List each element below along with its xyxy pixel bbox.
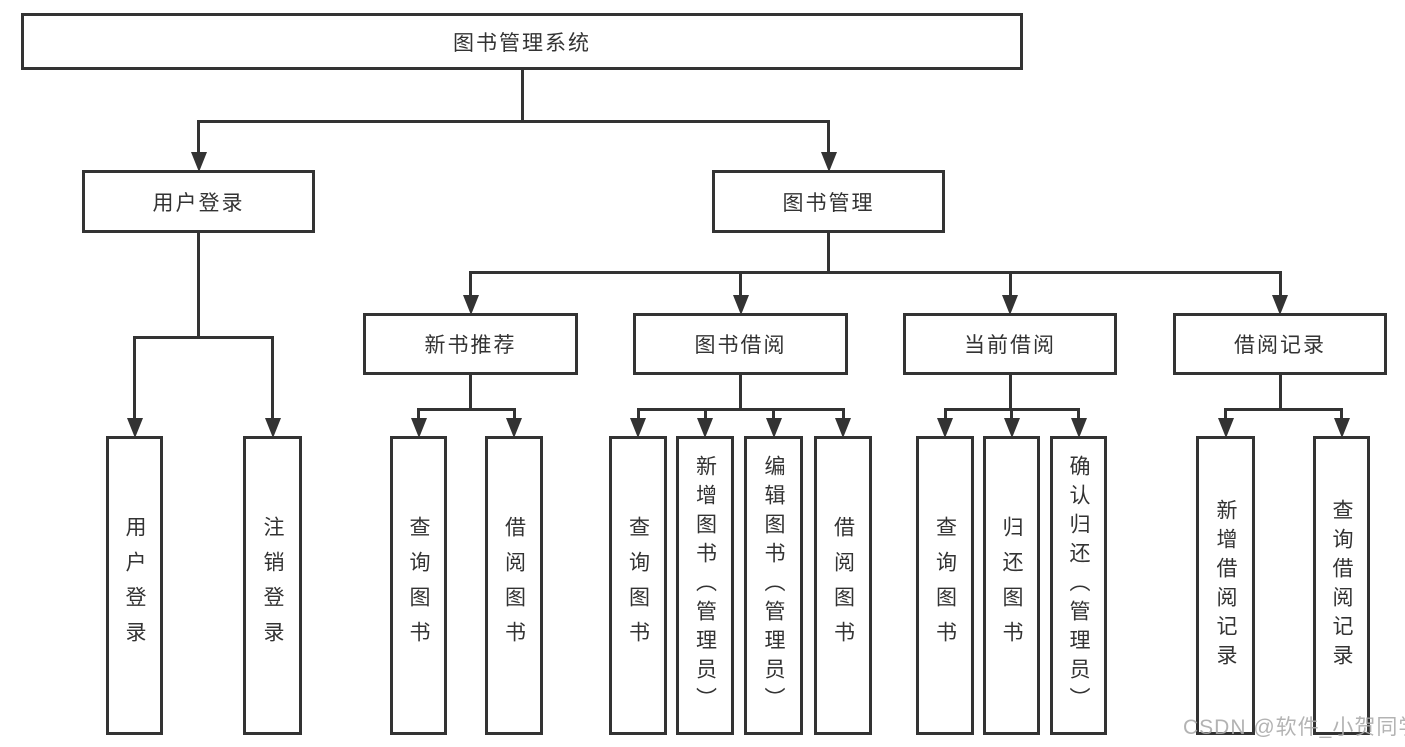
edge-stem-user-login <box>197 232 200 339</box>
edge-stem-new-book-rec <box>469 374 472 411</box>
arrowhead-into-leaf-user-login <box>126 418 143 438</box>
edge-bar-root <box>197 120 830 123</box>
edge-drop-leaf-logout <box>271 336 274 418</box>
arrowhead-into-current-borrow <box>1002 295 1018 315</box>
arrowhead-into-user-login <box>190 152 207 172</box>
node-current-borrow: 当前借阅 <box>903 313 1117 375</box>
edge-drop-leaf-nbr-query-book <box>417 408 420 418</box>
edge-drop-leaf-br-query-record <box>1340 408 1343 418</box>
node-label-borrow-records: 借阅记录 <box>1234 334 1326 357</box>
node-label-leaf-cb-return-book: 归还图书 <box>1000 515 1023 656</box>
arrowhead-into-leaf-bb-query-book <box>630 418 646 438</box>
node-label-current-borrow: 当前借阅 <box>964 334 1056 357</box>
node-borrow-records: 借阅记录 <box>1173 313 1387 375</box>
node-label-leaf-br-query-record: 查询借阅记录 <box>1330 498 1353 673</box>
arrowhead-into-leaf-bb-borrow-book <box>835 418 851 438</box>
node-leaf-bb-add-book: 新增图书（管理员） <box>676 436 734 735</box>
node-label-root: 图书管理系统 <box>453 31 591 55</box>
node-book-mgmt: 图书管理 <box>712 170 945 233</box>
edge-drop-leaf-bb-borrow-book <box>841 408 845 418</box>
node-leaf-nbr-borrow-book: 借阅图书 <box>485 436 543 735</box>
node-label-leaf-cb-confirm-return: 确认归还（管理员） <box>1067 455 1090 716</box>
node-leaf-logout: 注销登录 <box>243 436 302 735</box>
edge-drop-leaf-bb-query-book <box>636 408 640 418</box>
node-label-leaf-user-login: 用户登录 <box>123 515 146 656</box>
edge-bar-user-login <box>133 336 274 339</box>
node-label-new-book-rec: 新书推荐 <box>424 334 517 357</box>
arrowhead-into-leaf-nbr-query-book <box>410 418 427 438</box>
node-leaf-cb-query-book: 查询图书 <box>916 436 974 735</box>
node-leaf-cb-return-book: 归还图书 <box>983 436 1040 735</box>
edge-bar-book-borrow <box>636 408 845 411</box>
node-leaf-bb-edit-book: 编辑图书（管理员） <box>744 436 803 735</box>
arrowhead-into-leaf-cb-return-book <box>1003 418 1020 438</box>
edge-bar-borrow-records <box>1224 408 1343 411</box>
edge-drop-leaf-cb-return-book <box>1010 408 1013 418</box>
edge-drop-leaf-br-add-record <box>1224 408 1227 418</box>
edge-stem-book-mgmt <box>827 232 830 274</box>
node-label-book-mgmt: 图书管理 <box>782 191 875 215</box>
node-label-leaf-logout: 注销登录 <box>261 515 284 656</box>
edge-drop-new-book-rec <box>469 271 472 295</box>
node-leaf-nbr-query-book: 查询图书 <box>390 436 447 735</box>
node-label-leaf-cb-query-book: 查询图书 <box>933 515 957 656</box>
arrowhead-into-leaf-cb-confirm-return <box>1070 418 1087 438</box>
arrowhead-into-new-book-rec <box>462 295 479 315</box>
arrowhead-into-leaf-br-query-record <box>1333 418 1350 438</box>
node-label-leaf-nbr-borrow-book: 借阅图书 <box>502 515 526 656</box>
arrowhead-into-leaf-br-add-record <box>1217 418 1234 438</box>
node-root: 图书管理系统 <box>21 13 1023 70</box>
edge-drop-leaf-bb-edit-book <box>772 408 775 418</box>
arrowhead-into-leaf-bb-add-book <box>697 418 713 438</box>
node-label-user-login: 用户登录 <box>152 191 245 215</box>
node-label-leaf-br-add-record: 新增借阅记录 <box>1214 498 1237 673</box>
node-leaf-user-login: 用户登录 <box>106 436 163 735</box>
arrowhead-into-leaf-cb-query-book <box>937 418 953 438</box>
edge-drop-borrow-records <box>1278 271 1282 295</box>
edge-drop-book-mgmt <box>827 120 830 152</box>
edge-stem-borrow-records <box>1278 374 1282 411</box>
node-leaf-bb-query-book: 查询图书 <box>609 436 667 735</box>
node-user-login: 用户登录 <box>82 170 315 233</box>
edge-drop-current-borrow <box>1008 271 1012 295</box>
csdn-watermark: CSDN @软件_小贺同学 <box>1183 716 1405 739</box>
node-book-borrow: 图书借阅 <box>633 313 848 375</box>
arrowhead-into-leaf-logout <box>264 418 281 438</box>
node-label-leaf-bb-borrow-book: 借阅图书 <box>831 515 855 656</box>
node-leaf-cb-confirm-return: 确认归还（管理员） <box>1050 436 1107 735</box>
edge-stem-book-borrow <box>739 374 742 411</box>
arrowhead-into-leaf-nbr-borrow-book <box>506 418 522 438</box>
arrowhead-into-borrow-records <box>1272 295 1288 315</box>
edge-drop-leaf-nbr-borrow-book <box>512 408 516 418</box>
edge-drop-user-login <box>197 120 200 152</box>
edge-bar-new-book-rec <box>417 408 516 411</box>
node-label-leaf-bb-edit-book: 编辑图书（管理员） <box>762 455 785 716</box>
node-label-leaf-bb-add-book: 新增图书（管理员） <box>693 455 717 716</box>
edge-drop-book-borrow <box>739 271 742 295</box>
edge-drop-leaf-cb-query-book <box>943 408 947 418</box>
edge-stem-root <box>520 69 524 123</box>
node-label-leaf-nbr-query-book: 查询图书 <box>407 515 430 656</box>
node-label-book-borrow: 图书借阅 <box>694 334 787 357</box>
arrowhead-into-leaf-bb-edit-book <box>765 418 782 438</box>
node-leaf-br-query-record: 查询借阅记录 <box>1313 436 1370 735</box>
node-leaf-br-add-record: 新增借阅记录 <box>1196 436 1255 735</box>
edge-bar-book-mgmt <box>469 271 1282 274</box>
edge-drop-leaf-bb-add-book <box>703 408 707 418</box>
edge-drop-leaf-cb-confirm-return <box>1077 408 1080 418</box>
arrowhead-into-book-mgmt <box>820 152 837 172</box>
node-leaf-bb-borrow-book: 借阅图书 <box>814 436 872 735</box>
node-new-book-rec: 新书推荐 <box>363 313 578 375</box>
edge-stem-current-borrow <box>1008 374 1012 411</box>
node-label-leaf-bb-query-book: 查询图书 <box>626 515 650 656</box>
arrowhead-into-book-borrow <box>732 295 749 315</box>
edge-drop-leaf-user-login <box>133 336 136 418</box>
